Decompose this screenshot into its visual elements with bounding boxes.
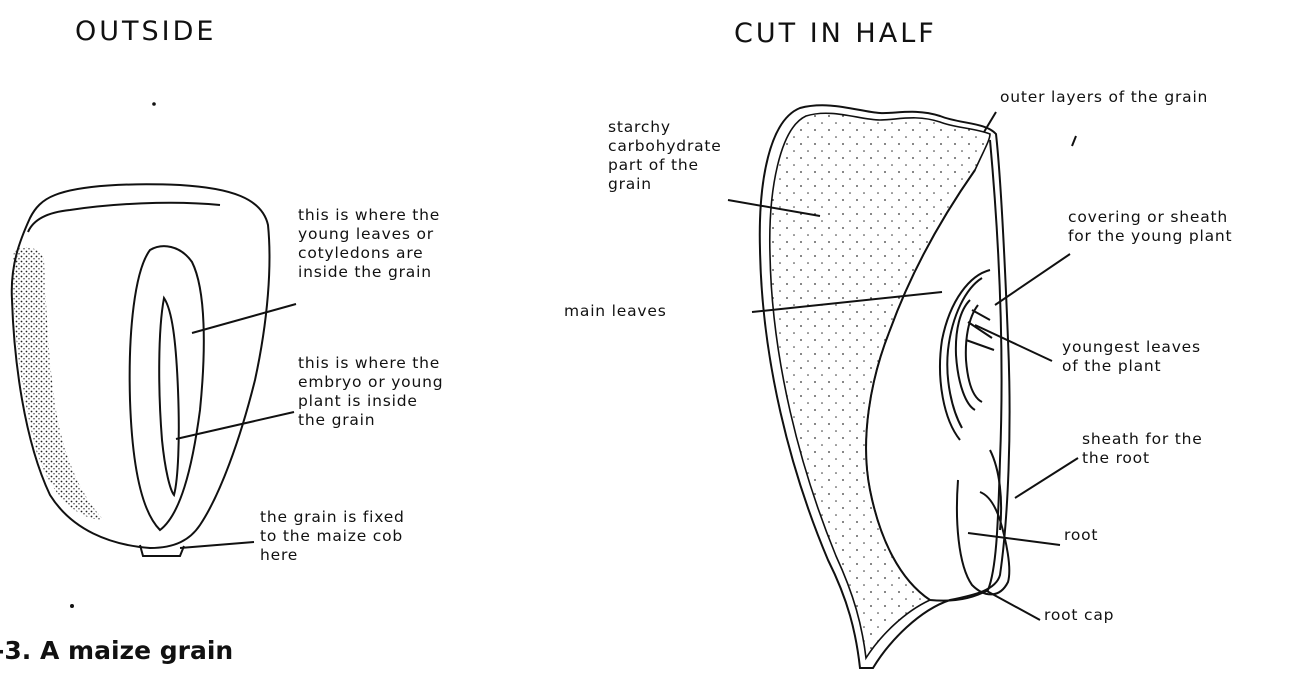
outside-cotyledon-outline bbox=[130, 246, 204, 530]
label-outer-layers: outer layers of the grain bbox=[1000, 88, 1208, 107]
label-root: root bbox=[1064, 526, 1098, 545]
figure-caption: -3. A maize grain bbox=[0, 636, 233, 665]
heading-cut-in-half: CUT IN HALF bbox=[734, 18, 937, 49]
label-main-leaves: main leaves bbox=[564, 302, 667, 321]
cut-grain-young-leaves bbox=[956, 300, 994, 410]
heading-outside: OUTSIDE bbox=[75, 16, 216, 47]
label-starchy: starchy carbohydrate part of the grain bbox=[608, 118, 722, 194]
label-root-cap: root cap bbox=[1044, 606, 1114, 625]
label-root-sheath: sheath for the the root bbox=[1082, 430, 1203, 468]
label-attachment: the grain is fixed to the maize cob here bbox=[260, 508, 405, 565]
cut-grain-endosperm bbox=[770, 113, 990, 658]
label-covering: covering or sheath for the young plant bbox=[1068, 208, 1232, 246]
cut-grain bbox=[760, 105, 1010, 668]
outside-grain-top-rim bbox=[28, 203, 220, 232]
label-youngest-leaves: youngest leaves of the plant bbox=[1062, 338, 1201, 376]
label-embryo: this is where the embryo or young plant … bbox=[298, 354, 443, 430]
outside-grain bbox=[12, 184, 270, 556]
outside-grain-shaded-side bbox=[13, 247, 104, 520]
outside-embryo-outline bbox=[159, 298, 179, 495]
label-cotyledons: this is where the young leaves or cotyle… bbox=[298, 206, 440, 282]
